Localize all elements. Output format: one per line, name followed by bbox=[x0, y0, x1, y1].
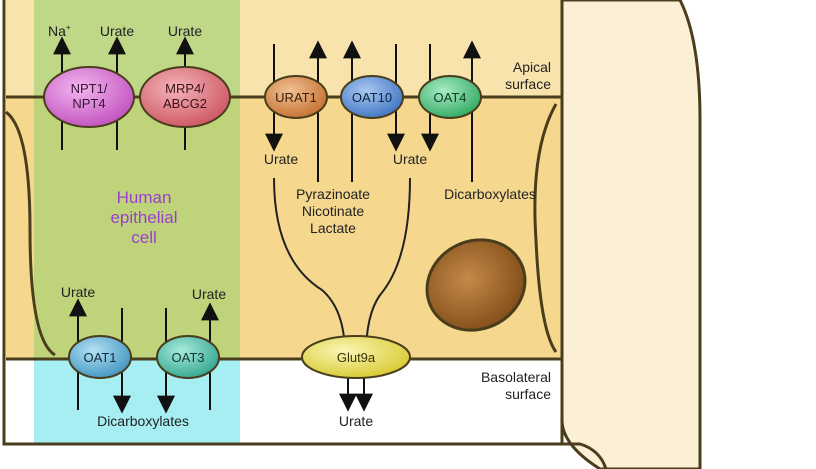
cell-label-line3: cell bbox=[131, 228, 157, 247]
npt1-npt4-transporter: NPT1/ NPT4 bbox=[43, 66, 135, 128]
mrp4-abcg2-transporter: MRP4/ ABCG2 bbox=[139, 66, 231, 128]
oat10-label: OAT10 bbox=[352, 90, 392, 105]
oat1-urate-label: Urate bbox=[61, 284, 95, 300]
oat1-label: OAT1 bbox=[84, 350, 117, 365]
urat1-urate-label: Urate bbox=[264, 151, 298, 167]
right-junction bbox=[533, 103, 558, 353]
nicotinate-label: Nicotinate bbox=[302, 203, 364, 219]
neighbor-cell bbox=[560, 0, 702, 469]
npt-label-line1: NPT1/ bbox=[71, 81, 108, 96]
npt-label-line2: NPT4 bbox=[72, 96, 105, 111]
left-junction bbox=[5, 110, 56, 357]
urat1-transporter: URAT1 bbox=[264, 75, 328, 119]
pyrazinoate-label: Pyrazinoate bbox=[296, 186, 370, 202]
apical-surface-label-line1: Apical bbox=[513, 59, 551, 75]
oat4-transporter: OAT4 bbox=[418, 75, 482, 119]
green-overlay bbox=[34, 0, 240, 359]
oat3-urate-label: Urate bbox=[192, 286, 226, 302]
npt-urate-label: Urate bbox=[100, 23, 134, 39]
urate-curve-right bbox=[365, 177, 411, 356]
na-label: Na+ bbox=[48, 23, 71, 39]
basolateral-dicarboxylates-label: Dicarboxylates bbox=[97, 413, 189, 429]
oat10-transporter: OAT10 bbox=[340, 75, 404, 119]
glut9a-transporter: Glut9a bbox=[301, 335, 411, 379]
mrp4-label-line2: ABCG2 bbox=[163, 96, 207, 111]
lactate-label: Lactate bbox=[310, 220, 356, 236]
mrp4-urate-label: Urate bbox=[168, 23, 202, 39]
oat1-transporter: OAT1 bbox=[68, 335, 132, 379]
cell-label-line1: Human bbox=[117, 188, 172, 207]
basolateral-surface-label-line2: surface bbox=[505, 386, 551, 402]
oat4-label: OAT4 bbox=[434, 90, 467, 105]
urate-curve-left bbox=[273, 177, 346, 356]
cell-label-line2: epithelial bbox=[110, 208, 177, 227]
mrp4-label-line1: MRP4/ bbox=[165, 81, 205, 96]
oat3-label: OAT3 bbox=[172, 350, 205, 365]
apical-surface-label-line2: surface bbox=[505, 76, 551, 92]
basolateral-surface-label-line1: Basolateral bbox=[481, 369, 551, 385]
glut9a-urate-label: Urate bbox=[339, 413, 373, 429]
apical-dicarboxylates-label: Dicarboxylates bbox=[444, 186, 536, 202]
urat1-label: URAT1 bbox=[275, 90, 317, 105]
glut9a-label: Glut9a bbox=[337, 350, 376, 365]
oat3-transporter: OAT3 bbox=[156, 335, 220, 379]
oat10-urate-label: Urate bbox=[393, 151, 427, 167]
cell-frame bbox=[2, 0, 608, 469]
nucleus bbox=[425, 238, 527, 332]
